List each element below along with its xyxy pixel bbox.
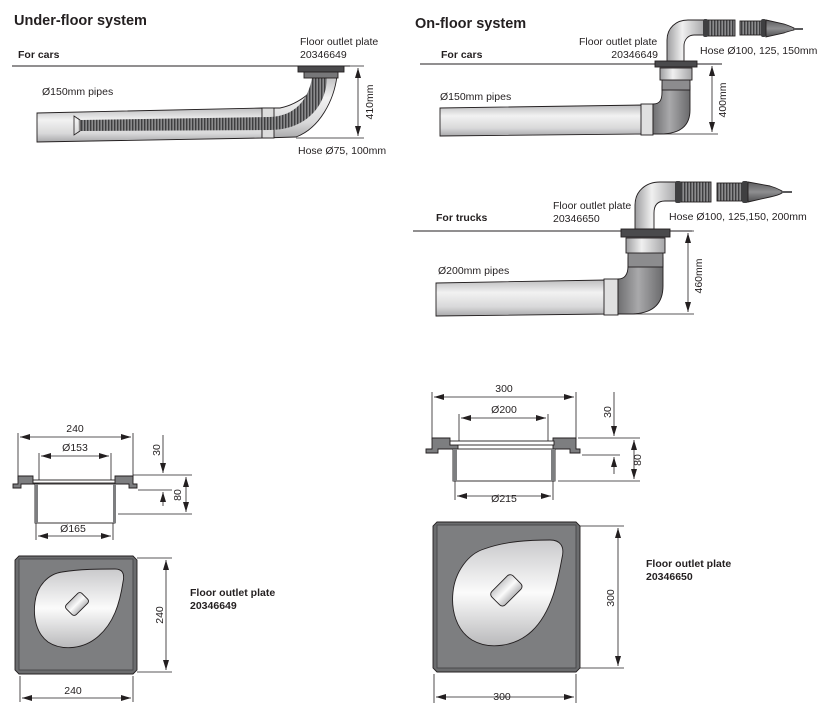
hose-inlet-hatch — [65, 592, 89, 616]
under-floor-section: Under-floor system For cars Floor outlet… — [12, 13, 386, 157]
floor-outlet-plate — [297, 65, 345, 79]
plate-label: Floor outlet plate — [300, 36, 378, 48]
on-floor-trucks: For trucks Floor outlet plate 20346650 Ø… — [413, 181, 807, 317]
inner-diameter-dimension: Ø200 — [491, 404, 517, 416]
pipe-label: Ø200mm pipes — [438, 265, 509, 277]
under-floor-cars-label: For cars — [18, 49, 60, 61]
top-height-dimension: 30 — [602, 406, 614, 418]
outer-diameter-dimension: Ø215 — [491, 493, 517, 505]
plate-label: Floor outlet plate — [579, 36, 657, 48]
outer-diameter-dimension: Ø165 — [60, 523, 86, 535]
height-dimension: 300 — [605, 589, 617, 607]
width-dimension: 240 — [64, 685, 82, 697]
hose-label: Hose Ø100, 125, 150mm — [700, 45, 817, 57]
on-floor-section: On-floor system For cars Floor outlet pl… — [413, 16, 817, 317]
depth-dimension: 460mm — [630, 230, 705, 315]
width-dimension: 300 — [493, 691, 511, 703]
depth-label: 460mm — [693, 258, 705, 293]
depth-dimension: 400mm — [660, 63, 729, 135]
depth-label: 410mm — [364, 84, 376, 119]
floor-outlet-plate — [620, 228, 671, 238]
on-floor-title: On-floor system — [415, 16, 526, 32]
large-plate-top-view: 300 300 Floor outlet plate 20346650 — [432, 521, 731, 703]
horizontal-pipe — [435, 279, 607, 317]
small-plate-top-view: 240 240 Floor outlet plate 20346649 — [14, 555, 275, 702]
height-dimension: 240 — [154, 606, 166, 624]
plate-code: 20346650 — [553, 213, 600, 225]
plate-code: 20346649 — [190, 600, 237, 612]
hose-label: Hose Ø100, 125,150, 200mm — [669, 211, 807, 223]
under-floor-title: Under-floor system — [14, 13, 147, 29]
depth-dimension: 410mm — [296, 65, 376, 139]
plate-label: Floor outlet plate — [646, 558, 731, 570]
plate-code: 20346649 — [611, 49, 658, 61]
on-floor-cars: For cars Floor outlet plate 20346649 Ø15… — [420, 19, 817, 137]
inner-diameter-dimension: Ø153 — [62, 442, 88, 454]
plate-label: Floor outlet plate — [553, 200, 631, 212]
width-dimension: 300 — [495, 383, 513, 395]
width-dimension: 240 — [66, 423, 84, 435]
on-floor-cars-label: For cars — [441, 49, 483, 61]
total-height-dimension: 80 — [632, 454, 644, 466]
flexible-hose — [80, 78, 327, 131]
total-height-dimension: 80 — [172, 489, 184, 501]
horizontal-pipe — [439, 104, 645, 137]
top-height-dimension: 30 — [151, 444, 163, 456]
depth-label: 400mm — [717, 82, 729, 117]
floor-outlet-plate — [654, 60, 698, 68]
pipe-label: Ø150mm pipes — [42, 86, 113, 98]
extraction-hose — [675, 181, 792, 203]
hose-inlet-hatch — [490, 574, 523, 607]
extraction-hose — [703, 19, 803, 38]
pipe-label: Ø150mm pipes — [440, 91, 511, 103]
on-floor-trucks-label: For trucks — [436, 212, 488, 224]
plate-code: 20346649 — [300, 49, 347, 61]
plate-label: Floor outlet plate — [190, 587, 275, 599]
hose-label: Hose Ø75, 100mm — [298, 145, 386, 157]
small-plate-section-view: 240 Ø153 Ø165 30 80 — [12, 423, 192, 540]
large-plate-section-view: 300 Ø200 Ø215 30 80 — [425, 383, 644, 505]
plate-code: 20346650 — [646, 571, 693, 583]
